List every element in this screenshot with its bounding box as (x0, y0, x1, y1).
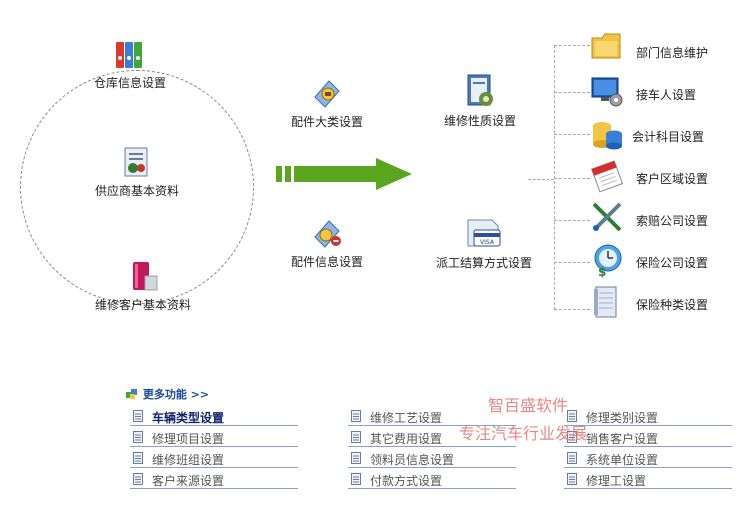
more-function-item[interactable]: 领料员信息设置 (348, 449, 516, 468)
supplier-docs-icon (124, 147, 148, 177)
insurance-company-item[interactable]: $ 保险公司设置 (590, 242, 730, 282)
document-icon (351, 473, 361, 485)
database-icon (593, 122, 622, 150)
more-function-label: 维修工艺设置 (370, 411, 443, 425)
watermark-line1: 智百盛软件 (488, 396, 569, 415)
more-function-label: 修理类别设置 (586, 411, 659, 425)
more-function-item[interactable]: 销售客户设置 (564, 428, 732, 447)
more-function-item[interactable]: 其它费用设置 (348, 428, 516, 447)
bracket-tick (554, 178, 590, 179)
more-function-label: 车辆类型设置 (152, 411, 225, 425)
more-function-label: 系统单位设置 (586, 453, 659, 467)
more-functions-link[interactable]: 更多功能 >> (125, 386, 209, 402)
document-icon (567, 431, 577, 443)
credit-card-icon: VISA (467, 219, 501, 247)
document-icon (351, 410, 361, 422)
department-info-item[interactable]: 部门信息维护 (590, 28, 730, 68)
parts-info-icon (314, 220, 341, 248)
insurance-type-label: 保险种类设置 (636, 298, 709, 312)
warehouse-settings-label: 仓库信息设置 (93, 76, 166, 90)
customer-info-label: 维修客户基本资料 (94, 298, 191, 312)
right-bracket-line (554, 45, 555, 310)
claim-company-item[interactable]: 索赔公司设置 (590, 200, 730, 240)
repair-nature-label: 维修性质设置 (443, 114, 516, 128)
document-icon (567, 473, 577, 485)
more-function-label: 付款方式设置 (370, 474, 443, 488)
more-function-item[interactable]: 修理项目设置 (130, 428, 298, 447)
more-function-item[interactable]: 付款方式设置 (348, 470, 516, 489)
more-function-label: 其它费用设置 (370, 432, 443, 446)
insurance-company-label: 保险公司设置 (636, 256, 709, 270)
more-function-label: 领料员信息设置 (370, 453, 455, 467)
document-icon (133, 452, 143, 464)
accounting-subject-label: 会计科目设置 (632, 130, 705, 144)
more-function-item[interactable]: 修理工设置 (564, 470, 732, 489)
calendar-icon (591, 160, 624, 193)
bracket-tick (554, 45, 590, 46)
repair-nature-node[interactable]: 维修性质设置 (440, 72, 520, 129)
dashed-circle (20, 70, 254, 304)
bracket-tick (554, 309, 590, 310)
document-icon (133, 410, 143, 422)
more-function-item[interactable]: 修理类别设置 (564, 407, 732, 426)
binders-icon (116, 42, 142, 68)
document-icon (133, 431, 143, 443)
more-functions-label: 更多功能 >> (142, 388, 210, 401)
accounting-subject-item[interactable]: 会计科目设置 (590, 116, 730, 156)
monitor-gear-icon (591, 77, 623, 107)
claim-company-label: 索赔公司设置 (636, 214, 709, 228)
parts-category-icon (314, 80, 340, 108)
document-icon (351, 431, 361, 443)
more-function-item[interactable]: 客户来源设置 (130, 470, 298, 489)
repair-nature-icon (467, 74, 493, 106)
document-icon (351, 452, 361, 464)
bracket-tick (554, 262, 590, 263)
tools-icon (592, 202, 622, 232)
more-function-item[interactable]: 系统单位设置 (564, 449, 732, 468)
notebook-icon (594, 286, 617, 318)
more-function-item[interactable]: 车辆类型设置 (130, 407, 298, 426)
receiver-settings-item[interactable]: 接车人设置 (590, 74, 730, 114)
more-function-item[interactable]: 维修班组设置 (130, 449, 298, 468)
more-function-label: 客户来源设置 (152, 474, 225, 488)
more-function-item[interactable]: 维修工艺设置 (348, 407, 516, 426)
receiver-settings-label: 接车人设置 (636, 88, 697, 102)
svg-text:$: $ (598, 265, 606, 278)
customer-info-node[interactable]: 维修客户基本资料 (88, 258, 198, 313)
parts-category-label: 配件大类设置 (290, 115, 363, 129)
document-icon (567, 410, 577, 422)
customer-region-label: 客户区域设置 (636, 172, 709, 186)
insurance-type-item[interactable]: 保险种类设置 (590, 284, 730, 324)
clock-dollar-icon: $ (594, 244, 622, 278)
parts-info-label: 配件信息设置 (290, 255, 363, 269)
customer-book-icon (133, 262, 158, 291)
document-icon (133, 473, 143, 485)
bracket-tick (554, 220, 590, 221)
cubes-icon (126, 389, 137, 399)
bracket-connector (528, 179, 554, 180)
document-icon (567, 452, 577, 464)
parts-category-node[interactable]: 配件大类设置 (287, 75, 367, 130)
dispatch-settlement-label: 派工结算方式设置 (435, 256, 532, 270)
dispatch-settlement-node[interactable]: VISA 派工结算方式设置 (432, 212, 536, 271)
bracket-tick (554, 92, 590, 93)
more-function-label: 维修班组设置 (152, 453, 225, 467)
folder-icon (591, 33, 621, 59)
svg-text:VISA: VISA (480, 239, 495, 246)
warehouse-settings-node[interactable]: 仓库信息设置 (90, 38, 170, 91)
parts-info-node[interactable]: 配件信息设置 (287, 215, 367, 270)
customer-region-item[interactable]: 客户区域设置 (590, 158, 730, 198)
bracket-tick (554, 134, 590, 135)
flow-arrow-icon (276, 158, 412, 190)
department-info-label: 部门信息维护 (636, 46, 709, 60)
supplier-info-node[interactable]: 供应商基本资料 (92, 144, 182, 199)
more-function-label: 销售客户设置 (586, 432, 659, 446)
more-function-label: 修理项目设置 (152, 432, 225, 446)
supplier-info-label: 供应商基本资料 (94, 184, 179, 198)
more-function-label: 修理工设置 (586, 474, 647, 488)
watermark-line2: 专注汽车行业发展 (459, 424, 588, 443)
